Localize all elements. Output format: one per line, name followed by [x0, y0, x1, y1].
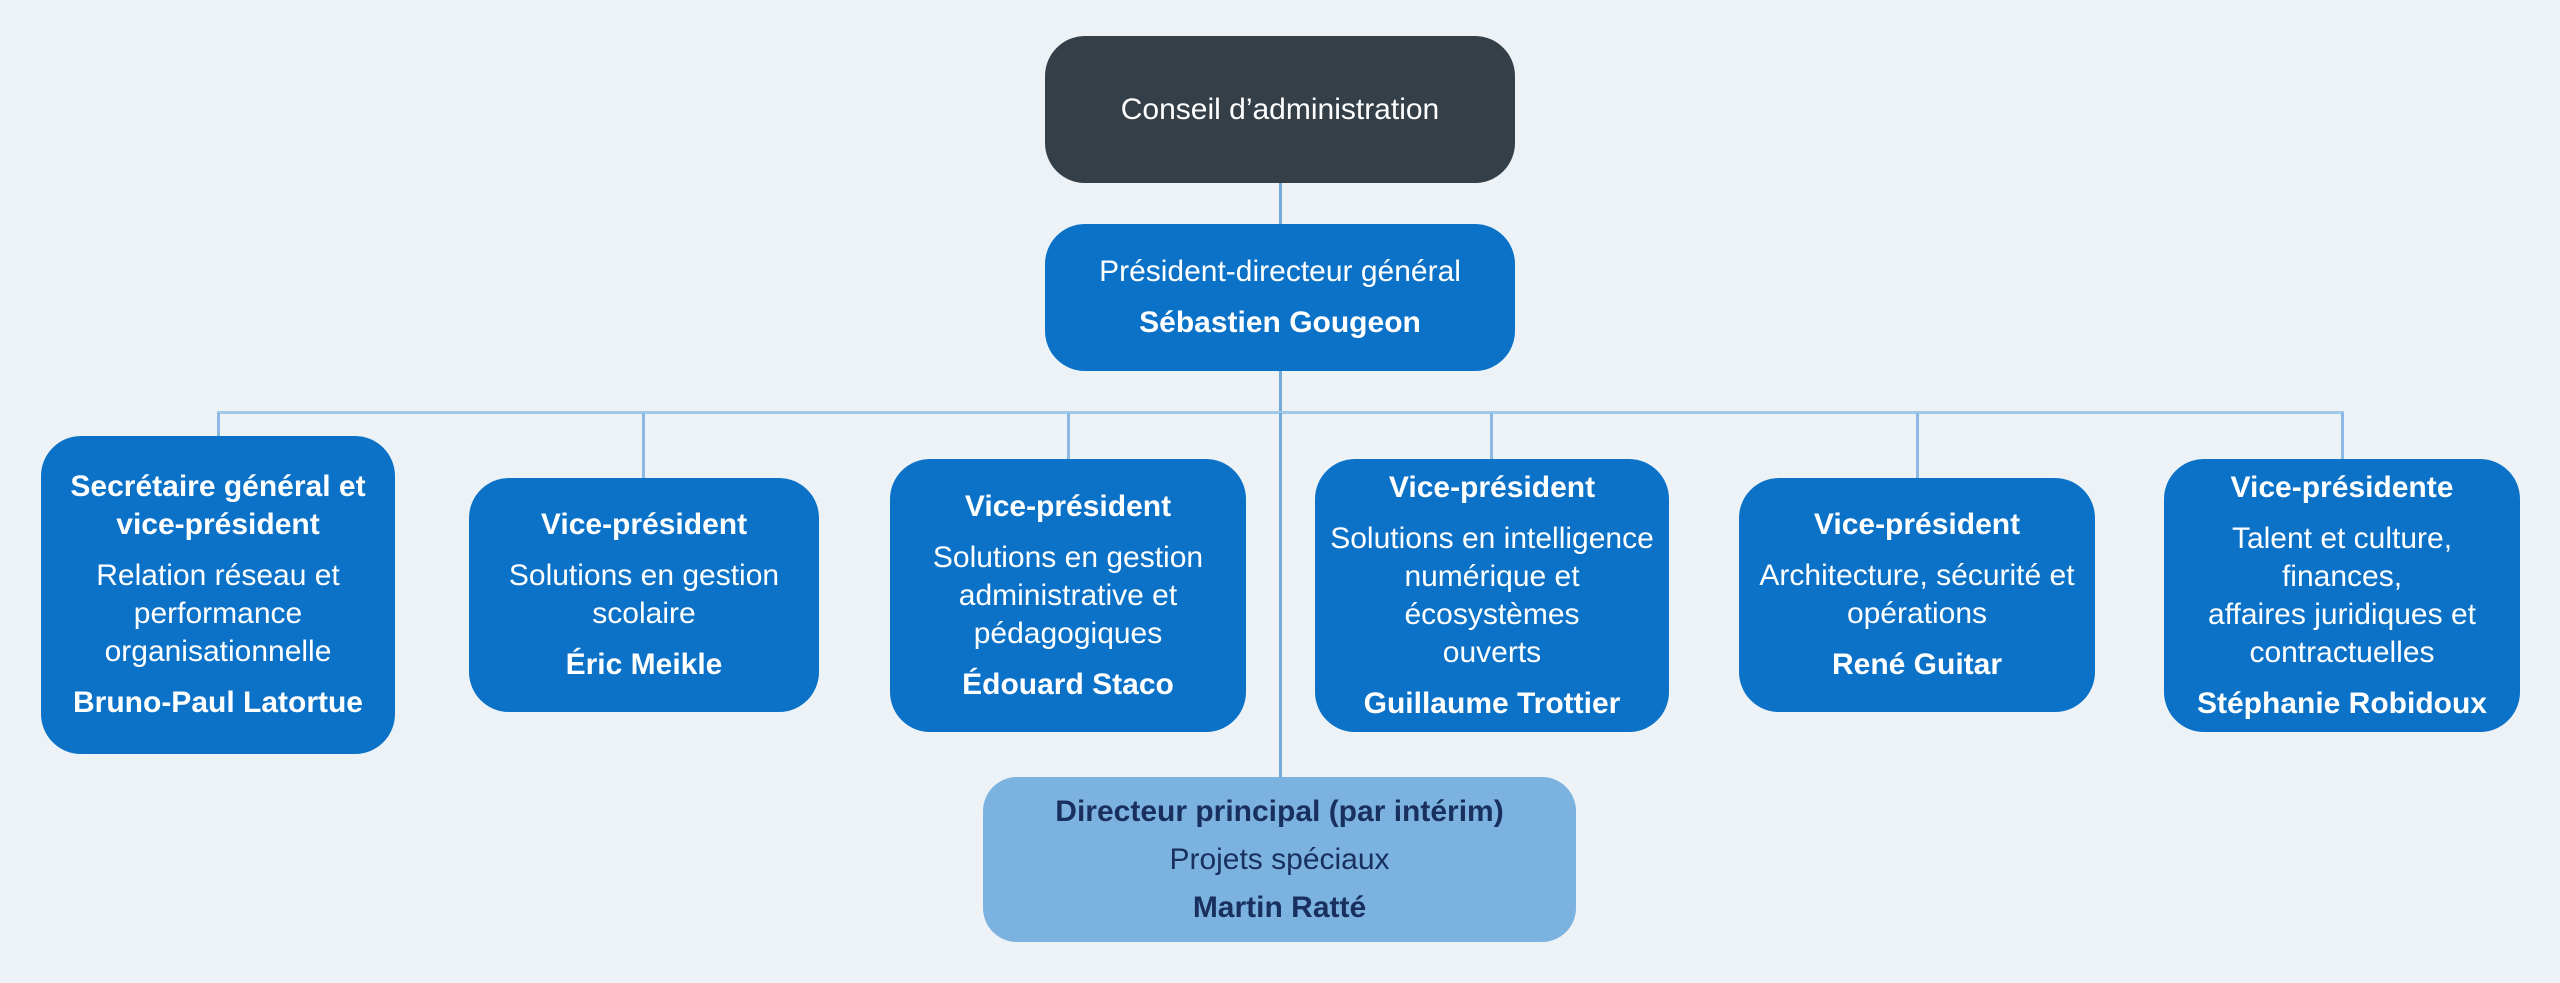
connector-ceo-bus — [1279, 371, 1282, 414]
node-ceo: Président-directeur général Sébastien Go… — [1045, 224, 1515, 371]
vp-role: Vice-président — [964, 489, 1172, 523]
vp-name: Guillaume Trottier — [1363, 686, 1621, 720]
director-role: Directeur principal (par intérim) — [1055, 794, 1504, 828]
vp-name: Édouard Staco — [962, 667, 1174, 701]
connector-drop-vp5 — [1916, 413, 1919, 480]
board-title: Conseil d’administration — [1120, 92, 1440, 126]
vp-role: Vice-présidente — [2230, 470, 2454, 504]
connector-bus — [217, 411, 2344, 414]
vp-role: Secrétaire général et vice-président — [70, 470, 366, 541]
node-vp-4: Vice-président Solutions en intelligence… — [1315, 459, 1669, 732]
node-vp-3: Vice-président Solutions en gestion admi… — [890, 459, 1246, 732]
vp-dept: Solutions en intelligence numérique et é… — [1330, 521, 1654, 669]
connector-drop-vp2 — [642, 413, 645, 480]
connector-board-ceo — [1279, 183, 1282, 224]
vp-dept: Architecture, sécurité et opérations — [1759, 559, 2075, 630]
node-board: Conseil d’administration — [1045, 36, 1515, 183]
ceo-name: Sébastien Gougeon — [1139, 306, 1421, 339]
node-vp-2: Vice-président Solutions en gestion scol… — [469, 478, 819, 712]
vp-dept: Solutions en gestion administrative et p… — [932, 540, 1204, 650]
node-vp-1: Secrétaire général et vice-président Rel… — [41, 436, 395, 754]
director-name: Martin Ratté — [1192, 890, 1367, 924]
ceo-role: Président-directeur général — [1099, 255, 1461, 288]
vp-name: Éric Meikle — [565, 648, 723, 681]
connector-drop-vp1 — [217, 413, 220, 438]
vp-dept: Talent et culture, finances, affaires ju… — [2208, 521, 2476, 669]
vp-name: René Guitar — [1831, 648, 2003, 681]
connector-drop-vp6 — [2341, 413, 2344, 461]
vp-name: Bruno-Paul Latortue — [73, 686, 363, 719]
node-director: Directeur principal (par intérim) Projet… — [983, 777, 1576, 942]
director-dept: Projets spéciaux — [1169, 842, 1390, 876]
vp-role: Vice-président — [540, 508, 748, 541]
connector-drop-director — [1279, 413, 1282, 779]
vp-dept: Solutions en gestion scolaire — [508, 559, 780, 630]
node-vp-6: Vice-présidente Talent et culture, finan… — [2164, 459, 2520, 732]
vp-dept: Relation réseau et performance organisat… — [96, 559, 340, 668]
vp-role: Vice-président — [1388, 470, 1596, 504]
vp-role: Vice-président — [1813, 508, 2021, 541]
connector-drop-vp4 — [1490, 413, 1493, 461]
vp-name: Stéphanie Robidoux — [2196, 686, 2487, 720]
node-vp-5: Vice-président Architecture, sécurité et… — [1739, 478, 2095, 712]
connector-drop-vp3 — [1067, 413, 1070, 461]
